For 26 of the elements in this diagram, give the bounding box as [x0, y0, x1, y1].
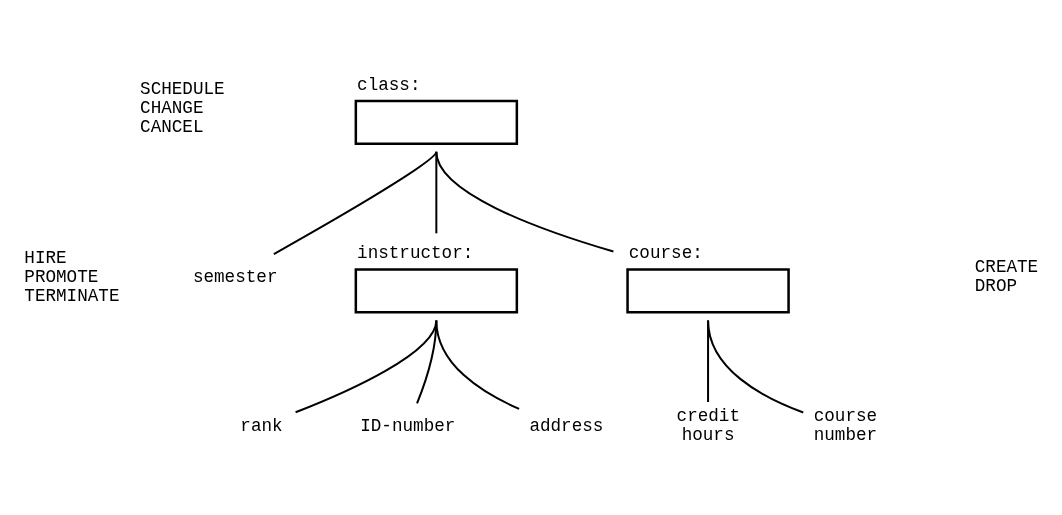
node-label: HIRE — [24, 247, 67, 268]
node-label: PROMOTE — [24, 266, 99, 287]
node-label: CHANGE — [140, 98, 204, 119]
node-text: address — [529, 415, 604, 436]
node-label: SCHEDULE — [140, 79, 225, 100]
node-text: credit hours — [676, 406, 741, 446]
node-label: CANCEL — [140, 116, 204, 137]
connector — [435, 320, 520, 410]
node-text: rank — [240, 415, 283, 436]
node-label: class: — [357, 74, 421, 95]
connector — [707, 320, 710, 402]
connector — [707, 320, 804, 414]
connector — [295, 320, 438, 414]
node-label: DROP — [974, 276, 1018, 297]
node-box — [354, 99, 519, 145]
node-label: instructor: — [357, 243, 474, 264]
node-text: course number — [813, 406, 878, 446]
connector — [435, 151, 614, 253]
node-label: TERMINATE — [24, 285, 120, 306]
connector — [273, 151, 438, 255]
node-text: ID-number — [360, 415, 456, 436]
node-label: CREATE — [974, 257, 1039, 278]
node-box — [626, 268, 790, 314]
node-text: semester — [192, 266, 278, 287]
node-label: course: — [628, 243, 703, 264]
node-box — [354, 268, 519, 314]
